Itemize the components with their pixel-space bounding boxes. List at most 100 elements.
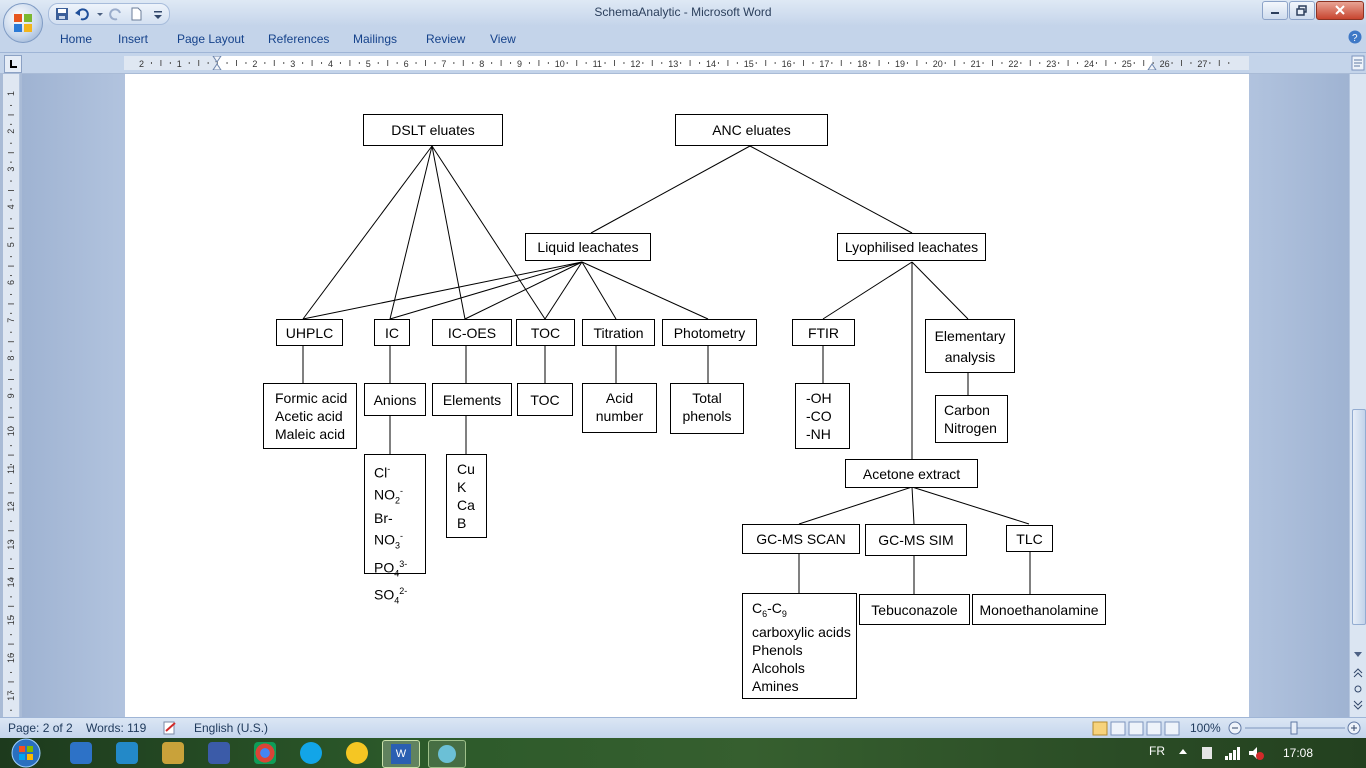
node-anion-list: Cl- NO2- Br- NO3- PO43- SO42-: [364, 454, 426, 605]
office-button[interactable]: [3, 3, 43, 43]
action-center-icon[interactable]: [1199, 744, 1215, 762]
previous-page-icon[interactable]: [1352, 666, 1364, 678]
headset-app-icon[interactable]: [116, 742, 138, 764]
ruler-label: 1: [177, 59, 182, 69]
chat-taskbar-button[interactable]: [428, 740, 466, 768]
node-toc-result: TOC: [517, 383, 573, 416]
customize-qat-icon[interactable]: [151, 7, 165, 21]
svg-text:?: ?: [1352, 33, 1358, 44]
vertical-ruler-label: 3: [6, 167, 16, 172]
tab-selector[interactable]: [4, 55, 22, 73]
zoom-level[interactable]: 100%: [1190, 721, 1221, 735]
ruler-label: 27: [1197, 59, 1207, 69]
vertical-ruler-label: 5: [6, 242, 16, 247]
proofing-icon[interactable]: [162, 720, 178, 736]
title-bar: SchemaAnalytic - Microsoft Word: [0, 0, 1366, 26]
scroll-down-icon[interactable]: [1352, 648, 1364, 660]
vertical-ruler-label: 9: [6, 393, 16, 398]
tab-view[interactable]: View: [490, 32, 516, 46]
node-tebuconazole: Tebuconazole: [859, 594, 970, 625]
messenger-icon[interactable]: [346, 742, 368, 764]
ruler-label: 13: [668, 59, 678, 69]
ruler-label: 2: [139, 59, 144, 69]
tab-review[interactable]: Review: [426, 32, 466, 46]
vertical-ruler-label: 4: [6, 204, 16, 209]
language-indicator[interactable]: English (U.S.): [194, 721, 269, 735]
vertical-ruler-label: 14: [6, 577, 16, 587]
status-bar: Page: 2 of 2 Words: 119 English (U.S.) 1…: [0, 717, 1366, 739]
ruler-label: 17: [819, 59, 829, 69]
tab-mailings[interactable]: Mailings: [353, 32, 398, 46]
ruler-label: 25: [1122, 59, 1132, 69]
next-page-icon[interactable]: [1352, 700, 1364, 712]
ruler-label: 20: [933, 59, 943, 69]
vertical-ruler-label: 15: [6, 615, 16, 625]
element-k: K: [457, 479, 467, 495]
restore-button[interactable]: [1289, 1, 1315, 20]
input-language[interactable]: FR: [1149, 744, 1165, 758]
save-icon[interactable]: [55, 7, 69, 21]
vertical-scrollbar[interactable]: [1349, 74, 1366, 717]
tools-app-icon[interactable]: [162, 742, 184, 764]
view-buttons[interactable]: [1092, 721, 1180, 736]
start-button-icon[interactable]: [6, 738, 46, 768]
internet-explorer-icon[interactable]: [70, 742, 92, 764]
network-icon[interactable]: [1224, 744, 1240, 762]
ruler-label: 16: [782, 59, 792, 69]
tab-insert[interactable]: Insert: [118, 32, 149, 46]
page-count[interactable]: Page: 2 of 2: [8, 721, 73, 735]
node-uhplc: UHPLC: [276, 319, 343, 346]
draft-icon: [1164, 721, 1180, 736]
tab-page-layout[interactable]: Page Layout: [177, 32, 245, 46]
ruler-label: 15: [744, 59, 754, 69]
tab-home[interactable]: Home: [60, 32, 93, 46]
scan-phenols: Phenols: [752, 641, 803, 658]
help-icon[interactable]: ?: [1348, 30, 1362, 44]
new-document-icon[interactable]: [129, 7, 143, 21]
node-elements: Elements: [432, 383, 512, 416]
element-b: B: [457, 515, 467, 531]
undo-icon[interactable]: [75, 7, 89, 21]
anion-so4: SO42-: [374, 586, 408, 606]
undo-dropdown-icon[interactable]: [93, 7, 107, 21]
ruler-label: 7: [441, 59, 446, 69]
anion-cl: Cl-: [374, 464, 391, 481]
redo-icon[interactable]: [109, 7, 123, 21]
restore-icon: [1296, 5, 1307, 16]
volume-muted-icon[interactable]: [1247, 744, 1265, 762]
ruler-label: 11: [593, 59, 602, 69]
chat-app-icon: [438, 745, 456, 763]
select-browse-object-icon[interactable]: [1352, 683, 1364, 695]
minimize-button[interactable]: [1262, 1, 1288, 20]
ruler-label: 18: [857, 59, 867, 69]
node-acetone-extract: Acetone extract: [845, 459, 978, 488]
ruler-label: 3: [290, 59, 295, 69]
word-count[interactable]: Words: 119: [86, 721, 147, 735]
node-photometry: Photometry: [662, 319, 757, 346]
anion-no3: NO3-: [374, 531, 404, 551]
group-nh: -NH: [806, 426, 831, 442]
ruler-label: 10: [555, 59, 565, 69]
zoom-slider[interactable]: [1227, 720, 1363, 736]
scrollbar-thumb[interactable]: [1352, 409, 1366, 625]
show-hidden-icons-icon[interactable]: [1178, 747, 1188, 757]
clock[interactable]: 17:08: [1283, 746, 1314, 760]
horizontal-ruler[interactable]: 2112345678910111213141516171819202122232…: [124, 56, 1249, 70]
vertical-ruler-label: 6: [6, 280, 16, 285]
node-ic: IC: [374, 319, 410, 346]
tab-references[interactable]: References: [268, 32, 330, 46]
ribbon-tab-bar: Home Insert Page Layout References Maili…: [0, 26, 1366, 53]
chrome-icon[interactable]: [254, 742, 276, 764]
view-ruler-icon[interactable]: [1351, 55, 1365, 71]
save-app-icon[interactable]: [208, 742, 230, 764]
elementary-line-2: analysis: [944, 349, 996, 365]
skype-icon[interactable]: [300, 742, 322, 764]
indent-marker: [212, 56, 222, 70]
word-taskbar-button[interactable]: W: [382, 740, 420, 768]
acid-number-line-1: Acid: [605, 390, 634, 406]
node-total-phenols: Total phenols: [670, 383, 744, 434]
close-button[interactable]: [1316, 1, 1364, 20]
document-page[interactable]: DSLT eluates ANC eluates Liquid leachate…: [125, 74, 1249, 717]
element-ca: Ca: [457, 497, 475, 513]
